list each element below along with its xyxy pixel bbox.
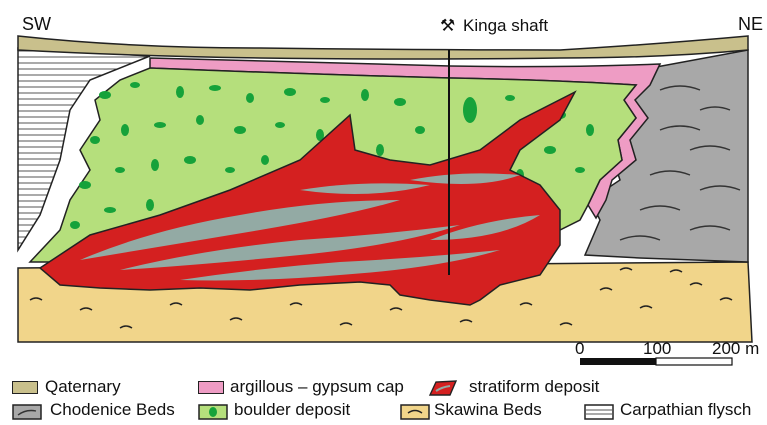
legend-label-skawina: Skawina Beds (434, 401, 542, 419)
legend-swatch-chodenice (12, 404, 42, 420)
legend-swatch-flysch (584, 404, 614, 420)
sw-direction-label: SW (22, 14, 51, 34)
legend-label-flysch: Carpathian flysch (620, 401, 751, 419)
legend-swatch-quaternary (12, 381, 38, 394)
legend-label-gypsum-cap: argillous – gypsum cap (230, 378, 404, 396)
legend-swatch-gypsum-cap (198, 381, 224, 394)
legend-swatch-skawina (400, 404, 430, 420)
scale-bar (580, 358, 732, 365)
legend-label-quaternary: Qaternary (45, 378, 121, 396)
hammer-and-pick-icon: ⚒ (440, 16, 455, 36)
scale-tick-200: 200 m (712, 340, 759, 358)
legend-swatch-stratiform (428, 379, 458, 397)
legend-label-chodenice: Chodenice Beds (50, 401, 175, 419)
legend-label-boulder: boulder deposit (234, 401, 350, 419)
scale-tick-0: 0 (575, 340, 584, 358)
legend-label-stratiform: stratiform deposit (469, 378, 599, 396)
legend-swatch-boulder (198, 404, 228, 420)
kinga-shaft-label: Kinga shaft (463, 16, 548, 36)
scale-tick-100: 100 (643, 340, 671, 358)
ne-direction-label: NE (738, 14, 763, 34)
